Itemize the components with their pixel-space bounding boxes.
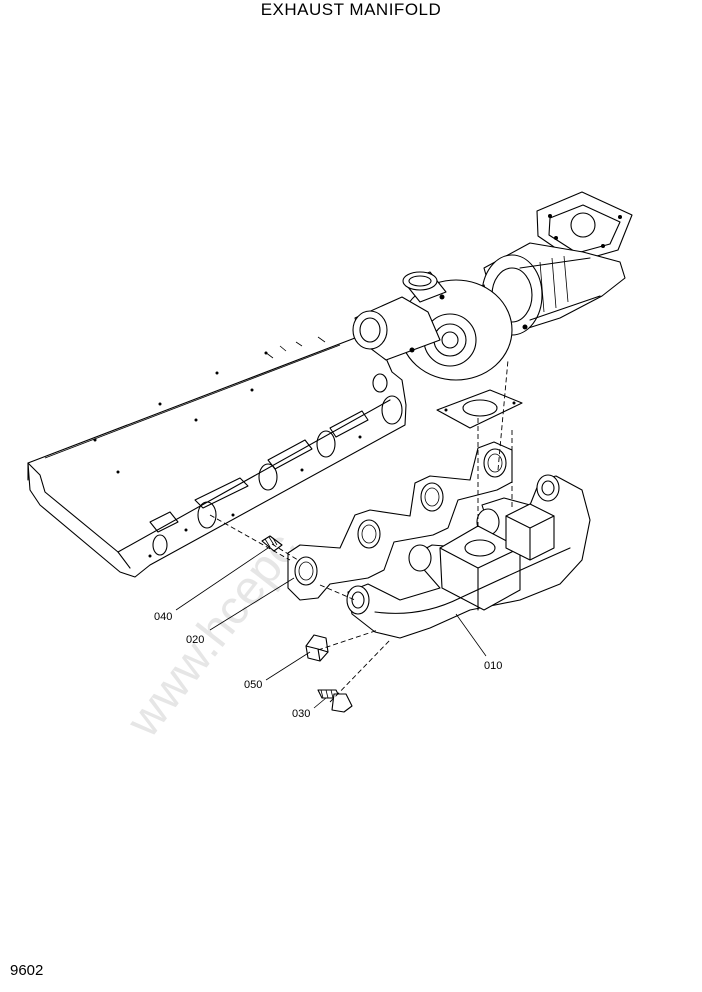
manifold-gasket (287, 441, 513, 601)
part-label-010: 010 (484, 660, 502, 672)
assembly-lines (209, 359, 513, 703)
cylinder-head (27, 336, 407, 578)
turbocharger (352, 191, 633, 381)
part-label-030: 030 (292, 708, 310, 720)
bolt (317, 689, 353, 713)
nut (305, 634, 329, 662)
part-label-020: 020 (186, 634, 204, 646)
part-labels: 040 020 010 050 030 (154, 547, 502, 720)
page-number: 9602 (10, 962, 44, 979)
turbo-gasket (436, 389, 523, 429)
part-label-040: 040 (154, 611, 172, 623)
page-title: EXHAUST MANIFOLD (260, 0, 442, 19)
stud-bolt (261, 535, 283, 552)
part-label-050: 050 (244, 679, 262, 691)
exhaust-manifold (346, 474, 591, 639)
